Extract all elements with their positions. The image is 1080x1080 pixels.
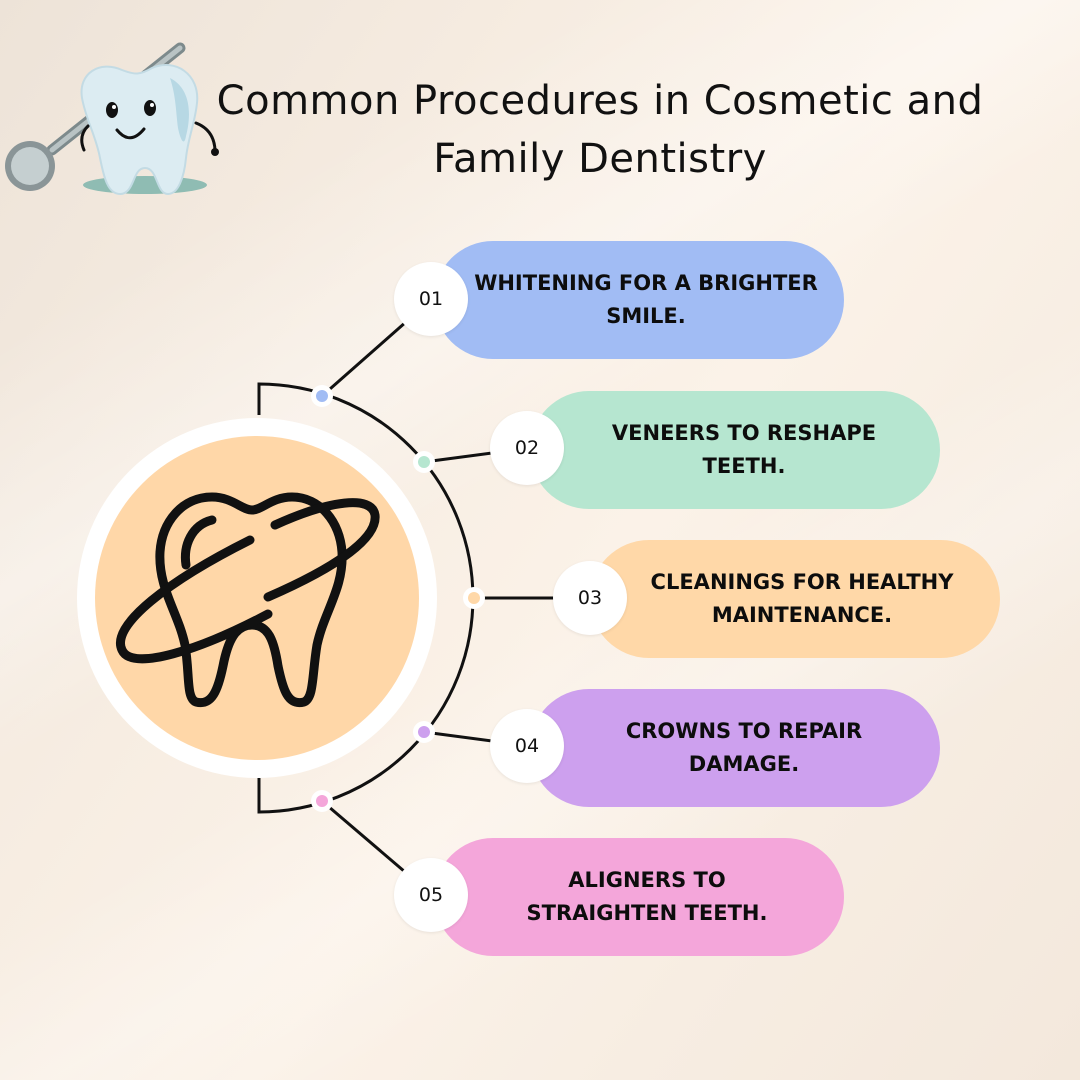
tooth-mascot-icon [5, 42, 219, 196]
procedure-number-02: 02 [490, 411, 564, 485]
procedure-text: VENEERS TO RESHAPE TEETH. [611, 421, 877, 478]
page-title: Common Procedures in Cosmetic and Family… [200, 72, 1000, 188]
procedure-text: CLEANINGS FOR HEALTHY MAINTENANCE. [650, 570, 954, 627]
procedure-pill-05: ALIGNERS TO STRAIGHTEN TEETH. [434, 838, 844, 956]
procedure-number-04: 04 [490, 709, 564, 783]
procedure-number-03: 03 [553, 561, 627, 635]
procedure-text: WHITENING FOR A BRIGHTER SMILE. [474, 271, 818, 328]
procedure-text: CROWNS TO REPAIR DAMAGE. [625, 719, 863, 776]
procedure-pill-01: WHITENING FOR A BRIGHTER SMILE. [434, 241, 844, 359]
title-line-1: Common Procedures in Cosmetic and [216, 78, 984, 124]
title-line-2: Family Dentistry [433, 136, 767, 182]
procedure-pill-02: VENEERS TO RESHAPE TEETH. [530, 391, 940, 509]
procedure-pill-04: CROWNS TO REPAIR DAMAGE. [530, 689, 940, 807]
procedure-pill-03: CLEANINGS FOR HEALTHY MAINTENANCE. [590, 540, 1000, 658]
procedure-number-05: 05 [394, 858, 468, 932]
procedure-number-01: 01 [394, 262, 468, 336]
tooth-outline-icon [116, 492, 380, 708]
procedure-text: ALIGNERS TO STRAIGHTEN TEETH. [526, 868, 768, 925]
